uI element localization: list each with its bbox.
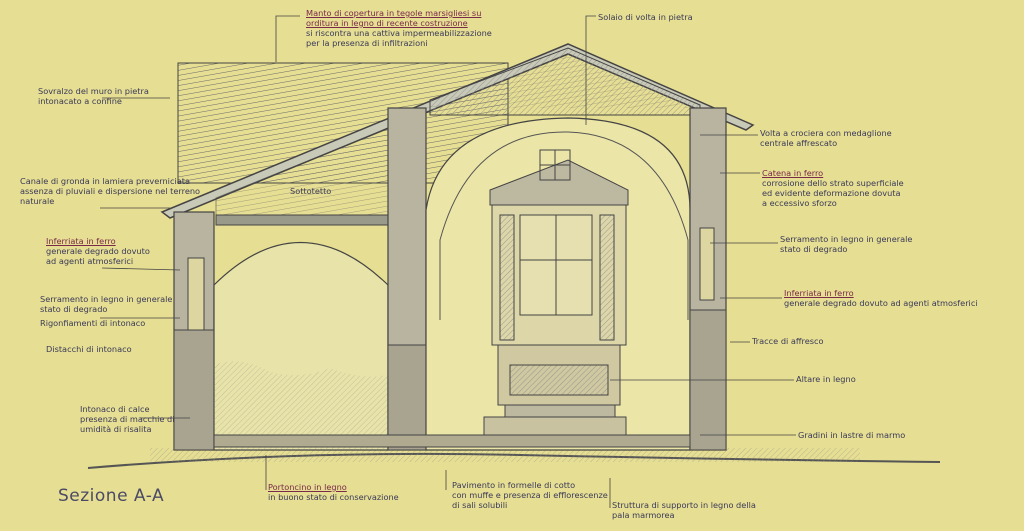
note-struttura: Struttura di supporto in legno della pal…: [612, 500, 756, 520]
nave-inner-arch: [439, 131, 689, 320]
note-line: generale degrado dovuto ad agenti atmosf…: [784, 298, 978, 308]
note-line: per la presenza di infiltrazioni: [306, 38, 428, 48]
note-line: Struttura di supporto in legno della: [612, 500, 756, 510]
note-line: Catena in ferro: [762, 168, 824, 178]
note-manto: Manto di copertura in tegole marsigliesi…: [306, 8, 492, 48]
note-line: Intonaco di calce: [80, 404, 150, 414]
note-inferriata-right: Inferriata in ferro generale degrado dov…: [784, 288, 978, 308]
note-tracce: Tracce di affresco: [752, 336, 824, 346]
note-line: Tracce di affresco: [752, 336, 824, 346]
note-line: stato di degrado: [40, 304, 108, 314]
nave-vault-band: [426, 56, 690, 108]
attic-floor: [215, 214, 391, 226]
note-line: umidità di risalita: [80, 424, 152, 434]
note-line: pala marmorea: [612, 510, 675, 520]
note-catena: Catena in ferro corrosione dello strato …: [762, 168, 904, 208]
note-line: Sovralzo del muro in pietra: [38, 86, 149, 96]
leader-lines: [100, 15, 796, 508]
central-pier-lower: [387, 344, 427, 451]
left-wall-lower: [173, 329, 215, 451]
note-line: Inferriata in ferro: [46, 236, 116, 246]
note-line: Canale di gronda in lamiera preverniciat…: [20, 176, 190, 186]
altar-steps: [483, 416, 627, 436]
note-line: Sottotetto: [290, 186, 332, 196]
note-line: Altare in legno: [796, 374, 856, 384]
note-line: stato di degrado: [780, 244, 848, 254]
note-sovralzo: Sovralzo del muro in pietra intonacato a…: [38, 86, 149, 106]
note-volta: Volta a crociera con medaglione centrale…: [760, 128, 892, 148]
note-line: Pavimento in formelle di cotto: [452, 480, 576, 490]
note-line: in buono stato di conservazione: [268, 492, 399, 502]
note-line: naturale: [20, 196, 55, 206]
note-line: presenza di macchie di: [80, 414, 175, 424]
note-serramento-left: Serramento in legno in generale stato di…: [40, 294, 172, 314]
side-room-damp: [214, 361, 388, 450]
note-line: orditura in legno di recente costruzione: [306, 18, 468, 28]
note-line: Manto di copertura in tegole marsigliesi…: [306, 8, 482, 18]
note-serramento-right: Serramento in legno in generale stato di…: [780, 234, 912, 254]
note-line: a eccessivo sforzo: [762, 198, 837, 208]
note-line: Volta a crociera con medaglione: [760, 128, 892, 138]
note-intonaco: Intonaco di calce presenza di macchie di…: [80, 404, 174, 434]
note-sottotetto: Sottotetto: [290, 186, 331, 196]
note-line: Rigonfiamenti di intonaco: [40, 318, 146, 328]
altar: [489, 149, 629, 418]
note-solaio: Solaio di volta in pietra: [598, 12, 693, 22]
note-line: corrosione dello strato superficiale: [762, 178, 904, 188]
note-line: Serramento in legno in generale: [780, 234, 913, 244]
main-roof: [160, 43, 755, 219]
floor: [213, 434, 691, 448]
note-line: Inferriata in ferro: [784, 288, 854, 298]
note-line: intonacato a confine: [38, 96, 122, 106]
note-gradini: Gradini in lastre di marmo: [798, 430, 905, 440]
note-line: assenza di pluviali e dispersione nel te…: [20, 186, 201, 196]
note-line: ed evidente deformazione dovuta: [762, 188, 901, 198]
note-line: Gradini in lastre di marmo: [798, 430, 906, 440]
section-title: Sezione A-A: [58, 486, 165, 506]
note-line: di sali solubili: [452, 500, 508, 510]
note-line: Distacchi di intonaco: [46, 344, 132, 354]
note-altare: Altare in legno: [796, 374, 856, 384]
note-line: si riscontra una cattiva impermeabilizza…: [306, 28, 492, 38]
note-line: Portoncino in legno: [268, 482, 347, 492]
note-pavimento: Pavimento in formelle di cotto con muffe…: [452, 480, 608, 510]
note-canale: Canale di gronda in lamiera preverniciat…: [20, 176, 200, 206]
note-line: con muffe e presenza di efflorescenze: [452, 490, 608, 500]
note-inferriata-left: Inferriata in ferro generale degrado dov…: [46, 236, 150, 266]
note-line: Solaio di volta in pietra: [598, 12, 693, 22]
note-portoncino: Portoncino in legno in buono stato di co…: [268, 482, 399, 502]
ground-hatch: [150, 448, 860, 462]
note-rigonfiamenti: Rigonfiamenti di intonaco: [40, 318, 145, 328]
right-window: [699, 227, 715, 301]
note-distacchi: Distacchi di intonaco: [46, 344, 132, 354]
left-window: [187, 257, 205, 331]
note-line: Serramento in legno in generale: [40, 294, 173, 304]
note-line: centrale affrescato: [760, 138, 838, 148]
note-line: generale degrado dovuto: [46, 246, 150, 256]
note-line: ad agenti atmosferici: [46, 256, 134, 266]
